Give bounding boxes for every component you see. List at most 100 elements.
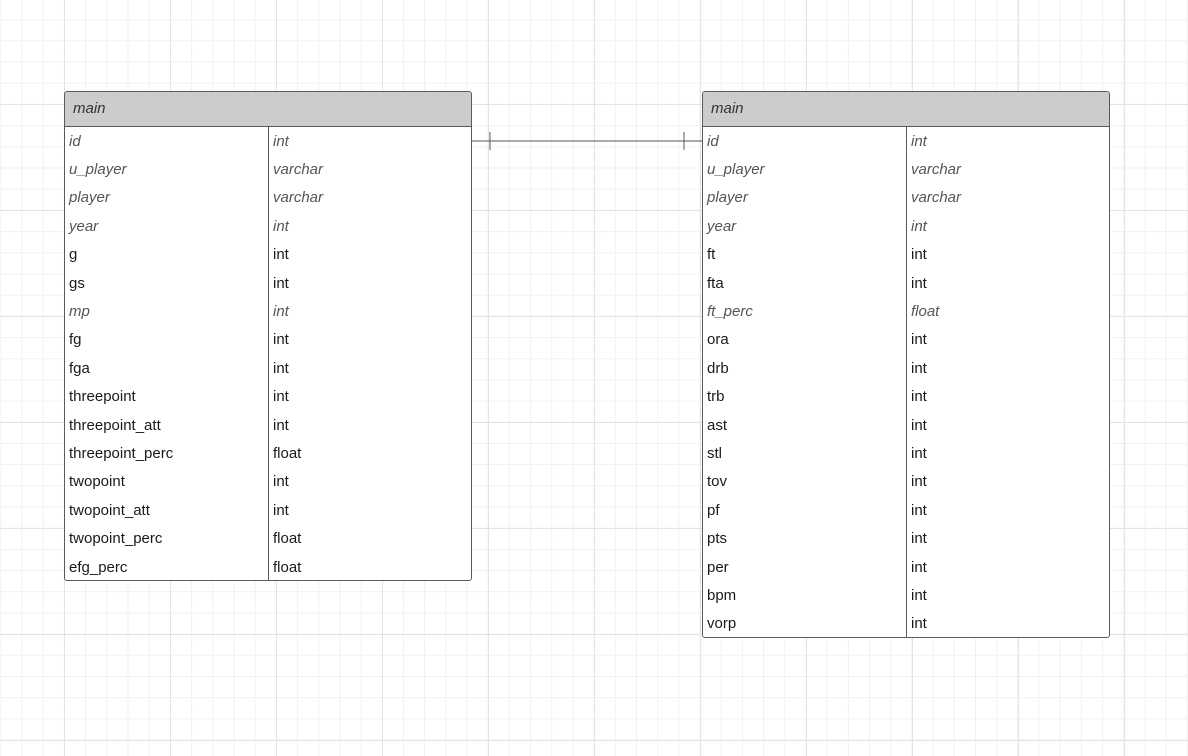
field-name[interactable]: vorp xyxy=(707,615,737,633)
field-row[interactable]: fga int xyxy=(65,354,471,382)
field-type[interactable]: int xyxy=(911,274,927,292)
field-type[interactable]: int xyxy=(273,303,289,321)
field-type[interactable]: varchar xyxy=(273,161,324,179)
field-row[interactable]: ora int xyxy=(703,326,1109,354)
field-name[interactable]: threepoint xyxy=(69,388,136,406)
field-type[interactable]: float xyxy=(911,303,940,321)
field-row[interactable]: id int xyxy=(703,127,1109,155)
field-name[interactable]: u_player xyxy=(69,161,127,179)
field-row[interactable]: player varchar xyxy=(65,184,471,212)
field-type[interactable]: int xyxy=(911,416,927,434)
field-name[interactable]: twopoint xyxy=(69,473,125,491)
field-row[interactable]: vorp int xyxy=(703,610,1109,637)
field-type[interactable]: varchar xyxy=(273,189,324,207)
field-row[interactable]: fta int xyxy=(703,269,1109,297)
field-type[interactable]: varchar xyxy=(911,189,962,207)
field-row[interactable]: efg_perc float xyxy=(65,553,471,580)
field-name[interactable]: fta xyxy=(707,274,724,292)
field-name[interactable]: id xyxy=(707,132,719,150)
field-type[interactable]: int xyxy=(273,246,289,264)
field-name[interactable]: year xyxy=(707,217,737,235)
field-name[interactable]: id xyxy=(69,132,81,150)
field-name[interactable]: bpm xyxy=(707,586,737,604)
field-type[interactable]: int xyxy=(911,530,927,548)
field-type[interactable]: float xyxy=(273,530,302,548)
field-type[interactable]: int xyxy=(273,217,289,235)
field-row[interactable]: g int xyxy=(65,241,471,269)
field-name[interactable]: ora xyxy=(707,331,729,349)
field-row[interactable]: mp int xyxy=(65,297,471,325)
field-name[interactable]: pf xyxy=(707,501,720,519)
field-row[interactable]: drb int xyxy=(703,354,1109,382)
field-name[interactable]: ft_perc xyxy=(707,303,753,321)
field-row[interactable]: year int xyxy=(703,212,1109,240)
field-name[interactable]: trb xyxy=(707,388,725,406)
field-row[interactable]: twopoint int xyxy=(65,468,471,496)
field-row[interactable]: threepoint_perc float xyxy=(65,439,471,467)
field-type[interactable]: int xyxy=(273,416,289,434)
field-row[interactable]: year int xyxy=(65,212,471,240)
field-name[interactable]: ft xyxy=(707,246,716,264)
field-row[interactable]: player varchar xyxy=(703,184,1109,212)
field-name[interactable]: per xyxy=(707,558,729,576)
field-type[interactable]: int xyxy=(911,473,927,491)
field-name[interactable]: threepoint_perc xyxy=(69,444,174,462)
field-type[interactable]: float xyxy=(273,558,302,576)
field-type[interactable]: int xyxy=(911,217,927,235)
field-row[interactable]: pts int xyxy=(703,524,1109,552)
field-name[interactable]: year xyxy=(69,217,99,235)
field-type[interactable]: int xyxy=(911,132,927,150)
field-name[interactable]: twopoint_perc xyxy=(69,530,163,548)
field-type[interactable]: int xyxy=(911,246,927,264)
field-name[interactable]: tov xyxy=(707,473,728,491)
field-row[interactable]: stl int xyxy=(703,439,1109,467)
field-type[interactable]: int xyxy=(911,615,927,633)
entity-title[interactable]: main xyxy=(703,92,1109,127)
field-name[interactable]: player xyxy=(707,189,748,207)
field-type[interactable]: int xyxy=(911,586,927,604)
field-row[interactable]: ast int xyxy=(703,411,1109,439)
field-type[interactable]: float xyxy=(273,444,302,462)
field-name[interactable]: player xyxy=(69,189,110,207)
field-row[interactable]: ft_perc float xyxy=(703,297,1109,325)
field-name[interactable]: pts xyxy=(707,530,728,548)
field-type[interactable]: int xyxy=(273,132,289,150)
field-name[interactable]: u_player xyxy=(707,161,765,179)
field-row[interactable]: u_player varchar xyxy=(65,155,471,183)
field-row[interactable]: tov int xyxy=(703,468,1109,496)
field-name[interactable]: g xyxy=(69,246,78,264)
field-row[interactable]: bpm int xyxy=(703,581,1109,609)
field-type[interactable]: int xyxy=(911,501,927,519)
field-name[interactable]: ast xyxy=(707,416,728,434)
field-type[interactable]: int xyxy=(273,359,289,377)
field-row[interactable]: threepoint int xyxy=(65,383,471,411)
field-name[interactable]: drb xyxy=(707,359,729,377)
field-type[interactable]: int xyxy=(273,473,289,491)
field-type[interactable]: int xyxy=(911,444,927,462)
field-row[interactable]: gs int xyxy=(65,269,471,297)
field-row[interactable]: twopoint_perc float xyxy=(65,524,471,552)
field-name[interactable]: twopoint_att xyxy=(69,501,150,519)
field-name[interactable]: fga xyxy=(69,359,90,377)
field-row[interactable]: id int xyxy=(65,127,471,155)
field-name[interactable]: stl xyxy=(707,444,722,462)
field-name[interactable]: fg xyxy=(69,331,82,349)
field-type[interactable]: int xyxy=(911,359,927,377)
field-row[interactable]: twopoint_att int xyxy=(65,496,471,524)
field-row[interactable]: pf int xyxy=(703,496,1109,524)
field-type[interactable]: int xyxy=(273,501,289,519)
field-name[interactable]: efg_perc xyxy=(69,558,128,576)
field-name[interactable]: mp xyxy=(69,303,90,321)
field-type[interactable]: int xyxy=(273,274,289,292)
field-type[interactable]: int xyxy=(273,388,289,406)
field-type[interactable]: int xyxy=(911,331,927,349)
field-row[interactable]: ft int xyxy=(703,241,1109,269)
field-name[interactable]: gs xyxy=(69,274,85,292)
entity-title[interactable]: main xyxy=(65,92,471,127)
